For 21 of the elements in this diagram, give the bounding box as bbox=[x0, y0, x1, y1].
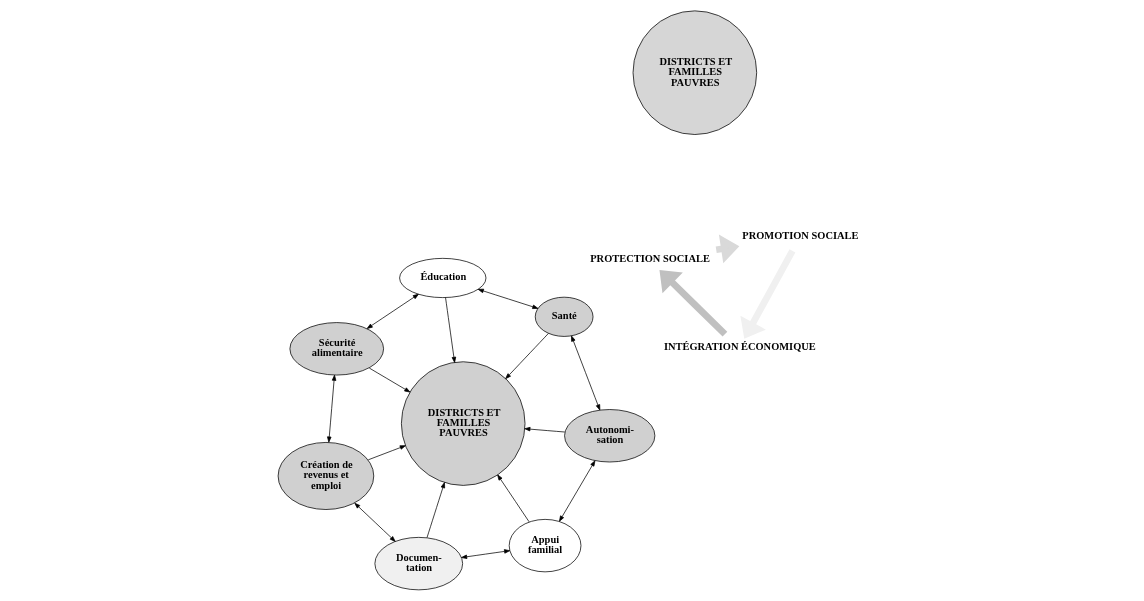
arrow bbox=[571, 335, 601, 411]
node-text: PROTECTION SOCIALE bbox=[590, 252, 710, 264]
arrow bbox=[559, 460, 596, 522]
arrow bbox=[445, 297, 457, 363]
arrow bbox=[327, 374, 337, 443]
node-ellipse: Appui familial bbox=[508, 519, 582, 573]
arrow bbox=[368, 367, 411, 393]
arrow bbox=[477, 288, 539, 309]
arrow bbox=[497, 474, 530, 523]
arrow bbox=[366, 293, 419, 329]
arrow bbox=[524, 426, 566, 433]
node-circle: DISTRICTS ET FAMILLES PAUVRES bbox=[632, 10, 758, 135]
arrow bbox=[367, 445, 406, 461]
node-text: PROMOTION SOCIALE bbox=[742, 229, 859, 241]
arrow bbox=[505, 333, 549, 380]
arrow bbox=[461, 549, 511, 559]
arrow bbox=[659, 270, 728, 337]
arrow bbox=[354, 502, 396, 542]
arrow bbox=[426, 482, 446, 538]
node-text: INTÉGRATION ÉCONOMIQUE bbox=[663, 341, 816, 353]
node-ellipse: Autonomi- sation bbox=[564, 409, 656, 463]
